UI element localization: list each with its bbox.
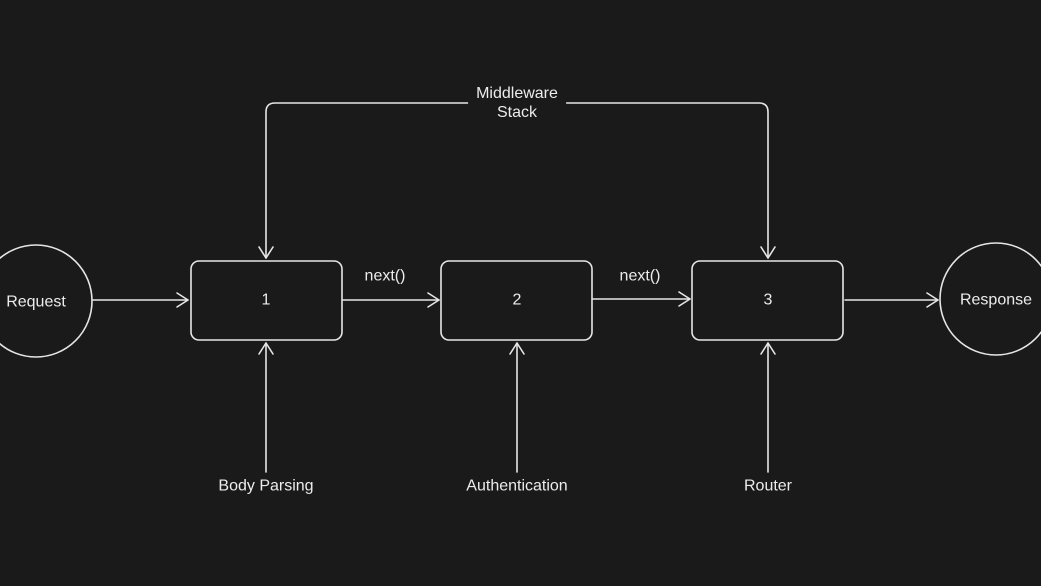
box-2-label: 2 xyxy=(512,291,522,309)
middleware-box-3 xyxy=(691,260,844,341)
box-3-label: 3 xyxy=(763,291,773,309)
arrow-router-to-3 xyxy=(760,342,776,473)
arrow-body-parsing-to-1 xyxy=(258,342,274,473)
middleware-stack-label-line1: Middleware xyxy=(476,85,558,102)
middleware-stack-label-line2: Stack xyxy=(496,104,537,121)
middleware-box-2 xyxy=(440,260,593,341)
arrow-request-to-1 xyxy=(92,292,189,308)
arrow-2-to-3 xyxy=(592,291,691,307)
box-1-label: 1 xyxy=(261,291,271,309)
router-label: Router xyxy=(743,477,793,495)
authentication-label: Authentication xyxy=(466,477,568,495)
response-node xyxy=(939,242,1041,356)
middleware-box-1 xyxy=(190,260,343,341)
request-node xyxy=(0,244,93,358)
body-parsing-label: Body Parsing xyxy=(218,477,314,495)
next-label-2: next() xyxy=(619,267,661,285)
arrow-authentication-to-2 xyxy=(509,342,525,473)
middleware-stack-bracket xyxy=(258,102,776,259)
middleware-stack-label: Middleware Stack xyxy=(468,84,566,122)
next-label-1: next() xyxy=(364,267,406,285)
arrow-1-to-2 xyxy=(342,292,440,308)
request-label: Request xyxy=(6,293,66,311)
arrow-3-to-response xyxy=(844,292,939,308)
response-label: Response xyxy=(959,291,1033,309)
